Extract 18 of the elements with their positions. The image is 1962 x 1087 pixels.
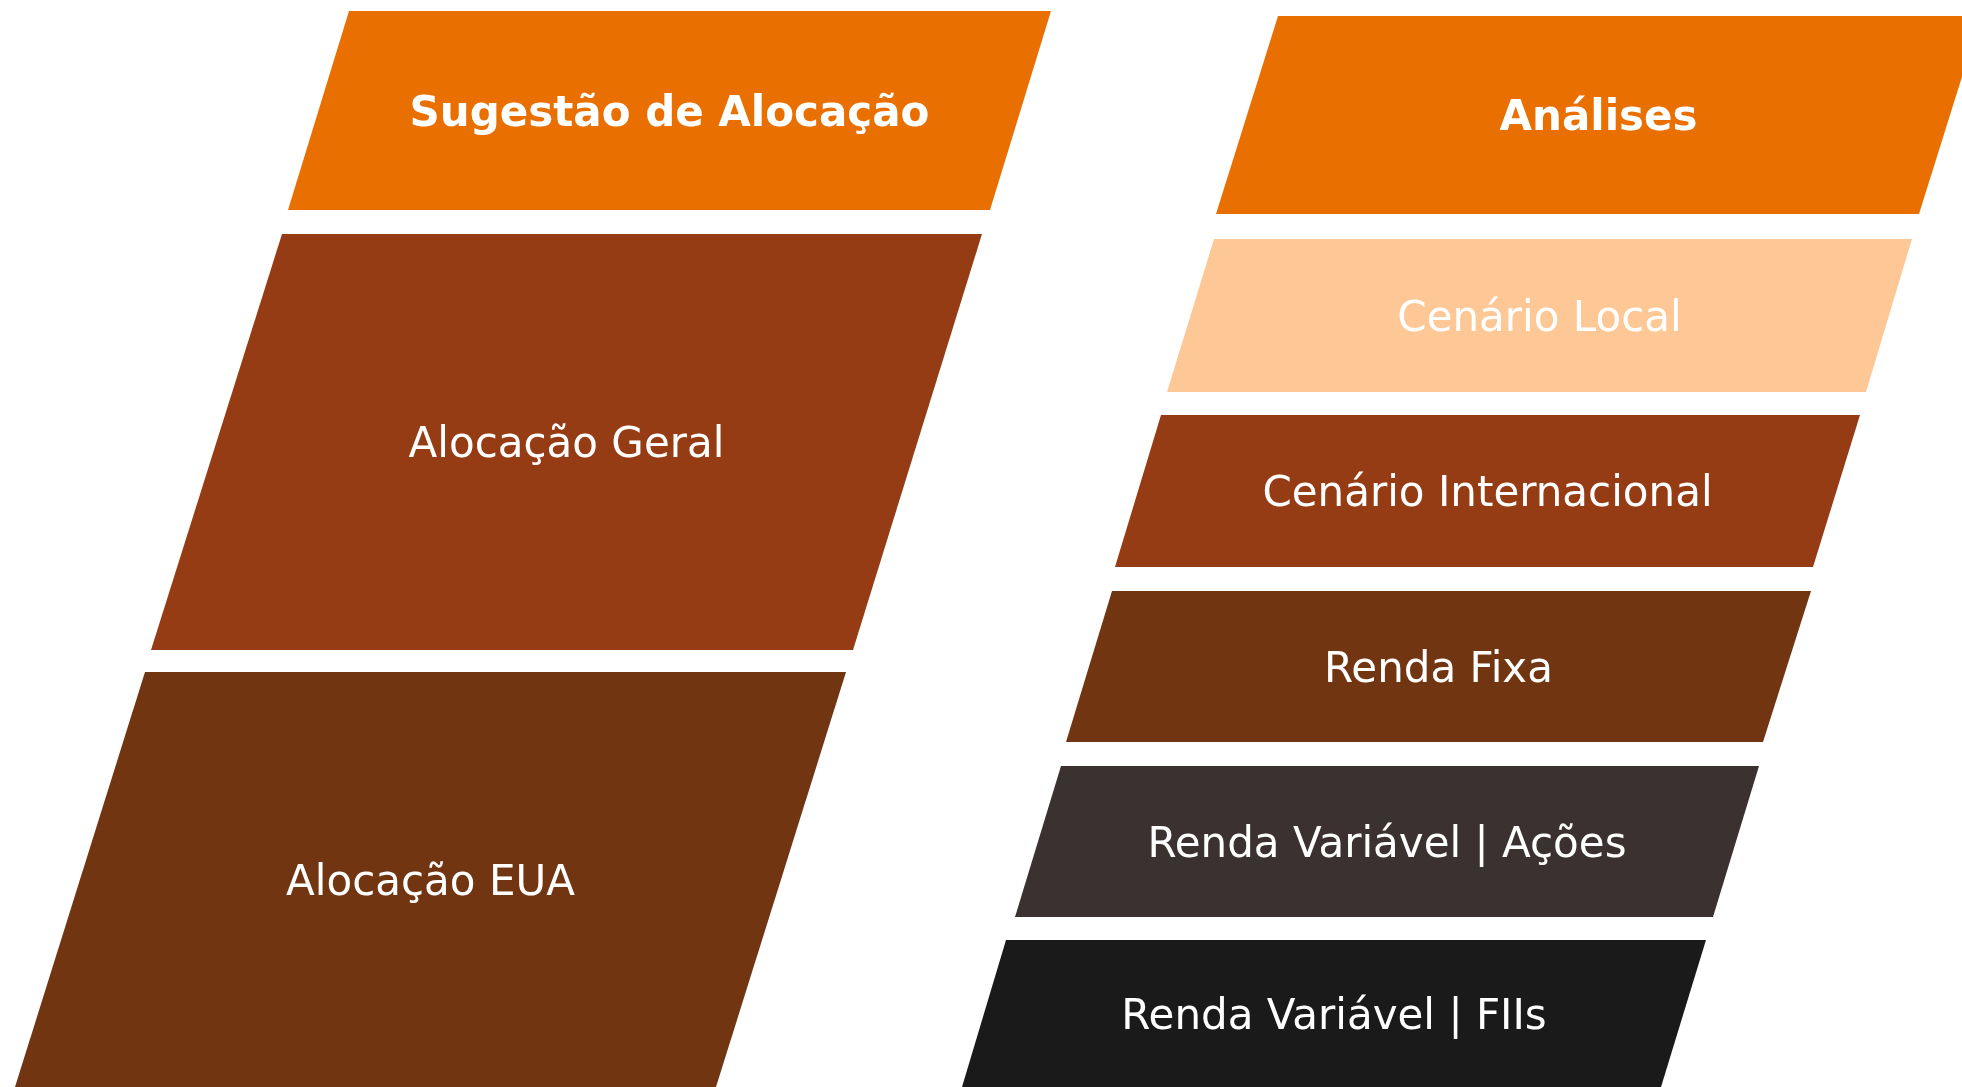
parallelogram-band [151,234,982,650]
parallelogram-band [1115,415,1860,567]
band-label: Renda Variável | FIIs [1121,989,1547,1038]
parallelogram-band [962,940,1706,1087]
heading-text: Análises [1499,90,1698,140]
band-label: Cenário Internacional [1262,466,1713,516]
heading-text: Sugestão de Alocação [409,86,930,135]
band-label: Renda Fixa [1324,642,1553,691]
band-label: Cenário Local [1397,291,1682,340]
parallelogram-band [1015,766,1759,917]
band-label: Alocação EUA [286,855,575,904]
band-label: Renda Variável | Ações [1147,817,1627,866]
parallelogram-band [1066,591,1811,742]
parallelogram-band [15,672,846,1087]
parallelogram-band [1167,239,1912,392]
parallelogram-band [288,11,1051,210]
band-label: Alocação Geral [408,417,725,467]
parallelogram-band [1216,16,1962,214]
